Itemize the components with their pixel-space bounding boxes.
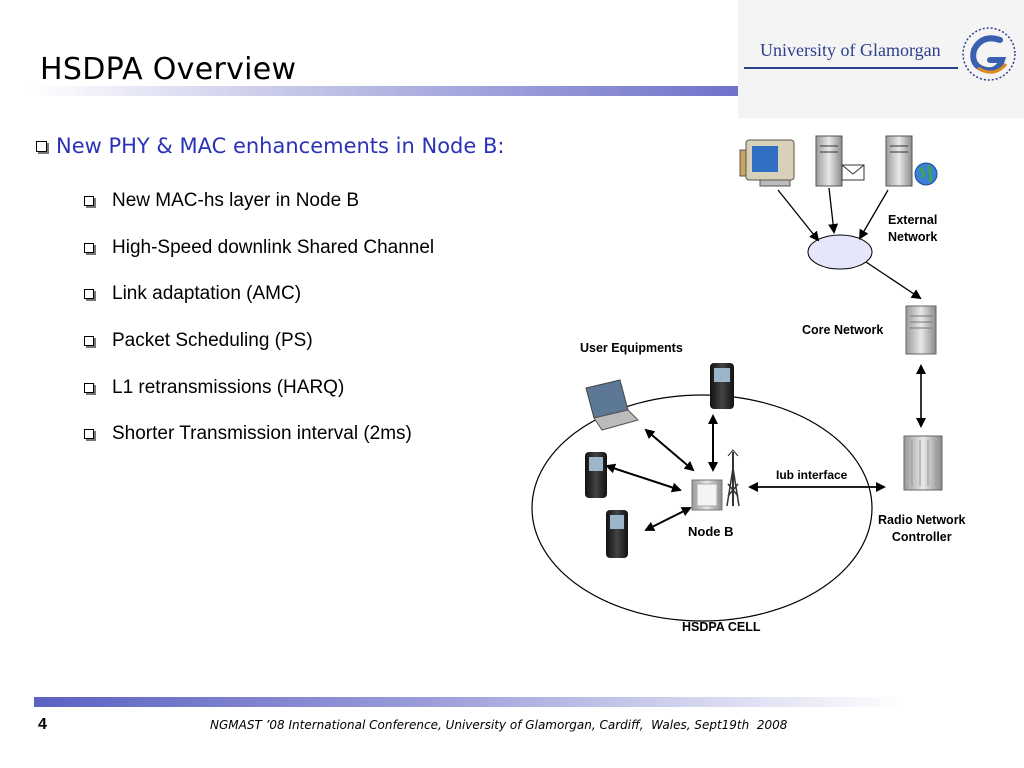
arrow-phone2-nodeb xyxy=(605,463,682,493)
node-b-icon xyxy=(691,479,723,511)
core-network-server-icon xyxy=(905,305,937,355)
node-b-label: Node B xyxy=(688,524,734,539)
list-item: New MAC-hs layer in Node B xyxy=(84,178,434,225)
web-server-icon xyxy=(885,135,938,187)
checkbox-bullet-icon xyxy=(36,140,47,152)
checkbox-bullet-icon xyxy=(84,336,94,347)
arrow-computer-to-hub xyxy=(777,189,820,242)
core-network-label: Core Network xyxy=(802,323,884,337)
list-item-text: Link adaptation (AMC) xyxy=(112,283,302,305)
list-item: Link adaptation (AMC) xyxy=(84,271,434,318)
arrow-laptop-nodeb xyxy=(644,428,695,472)
external-network-label: External Network xyxy=(888,213,938,244)
checkbox-bullet-icon xyxy=(84,289,94,300)
mail-server-icon xyxy=(815,135,865,187)
main-bullet: New PHY & MAC enhancements in Node B: xyxy=(36,134,504,158)
list-item-text: Shorter Transmission interval (2ms) xyxy=(112,423,412,445)
university-logo-text: University of Glamorgan xyxy=(760,40,941,60)
mobile-phone-icon xyxy=(606,510,628,558)
footer-gradient-bar xyxy=(34,697,904,707)
arrow-web-to-hub xyxy=(858,189,889,240)
sub-bullet-list: New MAC-hs layer in Node B High-Speed do… xyxy=(84,178,434,458)
rnc-label: Radio Network Controller xyxy=(878,513,966,544)
list-item-text: Packet Scheduling (PS) xyxy=(112,330,313,352)
checkbox-bullet-icon xyxy=(84,242,94,253)
page-number: 4 xyxy=(38,716,47,733)
hsdpa-cell-label: HSDPA CELL xyxy=(682,620,761,634)
title-gradient-bar xyxy=(30,86,740,96)
university-crest-icon xyxy=(962,27,1016,81)
hsdpa-cell-boundary xyxy=(531,394,873,622)
arrow-mail-to-hub xyxy=(828,187,839,234)
arrow-phone3-nodeb xyxy=(644,507,692,531)
slide-title: HSDPA Overview xyxy=(40,52,297,87)
core-hub-ellipse xyxy=(807,234,873,270)
list-item: Shorter Transmission interval (2ms) xyxy=(84,411,434,458)
checkbox-bullet-icon xyxy=(84,429,94,440)
mobile-phone-icon xyxy=(710,363,734,409)
mobile-phone-icon xyxy=(585,452,607,498)
desktop-computer-icon xyxy=(739,139,795,187)
list-item-text: New MAC-hs layer in Node B xyxy=(112,190,360,212)
user-equipments-label: User Equipments xyxy=(580,341,683,355)
checkbox-bullet-icon xyxy=(84,382,94,393)
list-item-text: High-Speed downlink Shared Channel xyxy=(112,236,435,258)
list-item: Packet Scheduling (PS) xyxy=(84,318,434,365)
list-item: L1 retransmissions (HARQ) xyxy=(84,364,434,411)
main-bullet-text: New PHY & MAC enhancements in Node B: xyxy=(56,134,505,158)
checkbox-bullet-icon xyxy=(84,196,94,207)
laptop-icon xyxy=(585,379,639,431)
list-item: High-Speed downlink Shared Channel xyxy=(84,225,434,272)
iub-interface-label: Iub interface xyxy=(776,468,848,482)
rnc-server-icon xyxy=(903,435,943,491)
list-item-text: L1 retransmissions (HARQ) xyxy=(112,376,345,398)
antenna-tower-icon xyxy=(726,449,740,507)
logo-underline xyxy=(744,67,958,69)
footer-text: NGMAST ’08 International Conference, Uni… xyxy=(210,718,788,732)
arrow-hub-to-core xyxy=(865,261,922,300)
